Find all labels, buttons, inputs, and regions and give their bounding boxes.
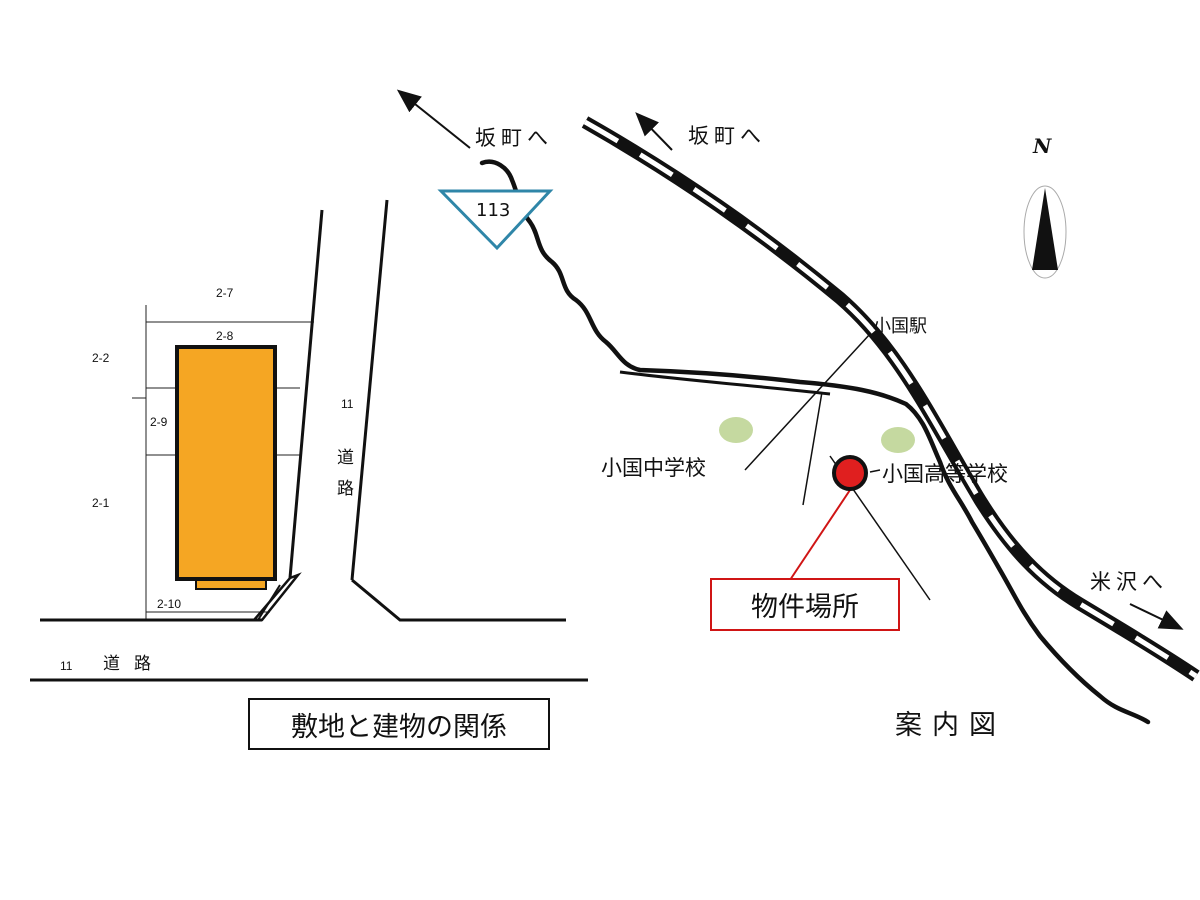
property-marker	[832, 455, 868, 491]
compass-oval	[1023, 185, 1067, 279]
lot-label-2-2: 2-2	[92, 351, 110, 365]
site-plan-lines	[30, 199, 588, 682]
direction-road-sakamachi: 坂町へ	[475, 126, 553, 150]
leader-high-school-label	[869, 469, 881, 473]
lot-label-2-9: 2-9	[150, 415, 168, 429]
site-plan-caption: 敷地と建物の関係	[291, 711, 507, 743]
site-plan-caption-box: 敷地と建物の関係	[248, 698, 550, 750]
road-south-name: 道路	[103, 654, 165, 674]
lot-label-2-10: 2-10	[157, 597, 182, 611]
road-east-right-edge	[350, 199, 389, 581]
junior-high-label: 小国中学校	[601, 456, 706, 480]
lot-label-2-8: 2-8	[216, 329, 234, 343]
rail-arrow-south	[1129, 603, 1184, 630]
road-east-number: 11	[341, 397, 354, 411]
north-arrow-icon	[1032, 188, 1058, 270]
property-label-box: 物件場所	[710, 578, 900, 631]
leader-junior-high	[802, 391, 823, 506]
lot-label-2-1: 2-1	[92, 496, 110, 510]
station-label: 小国駅	[873, 316, 927, 337]
route-113-number: 113	[476, 200, 511, 221]
direction-rail-yonezawa: 米沢へ	[1090, 570, 1168, 594]
road-east-name: 道路	[333, 448, 353, 510]
railway-inner	[583, 119, 1198, 679]
leader-station	[744, 333, 871, 471]
property-label: 物件場所	[751, 592, 859, 623]
route-113-sign	[437, 189, 554, 251]
road-direction-arrow	[396, 89, 471, 149]
guide-map-lines	[396, 89, 1200, 725]
rail-arrow-north	[635, 112, 673, 151]
branch-road	[619, 370, 831, 396]
building-annex	[195, 579, 267, 590]
route-113-road	[479, 159, 1151, 725]
leader-property	[789, 489, 851, 581]
guide-map-caption: 案内図	[895, 710, 1006, 741]
high-school-label: 小国高等学校	[882, 462, 1008, 486]
high-school-marker	[881, 427, 915, 453]
building-footprint	[175, 345, 277, 581]
direction-rail-sakamachi: 坂町へ	[688, 124, 766, 148]
junior-high-marker	[719, 417, 753, 443]
road-corner-fill	[257, 584, 281, 621]
road-corner-right	[351, 578, 566, 622]
road-south-number: 11	[60, 659, 73, 673]
lot-label-2-7: 2-7	[216, 286, 234, 300]
north-label: N	[1033, 134, 1052, 158]
road-east-left-edge	[288, 209, 324, 579]
